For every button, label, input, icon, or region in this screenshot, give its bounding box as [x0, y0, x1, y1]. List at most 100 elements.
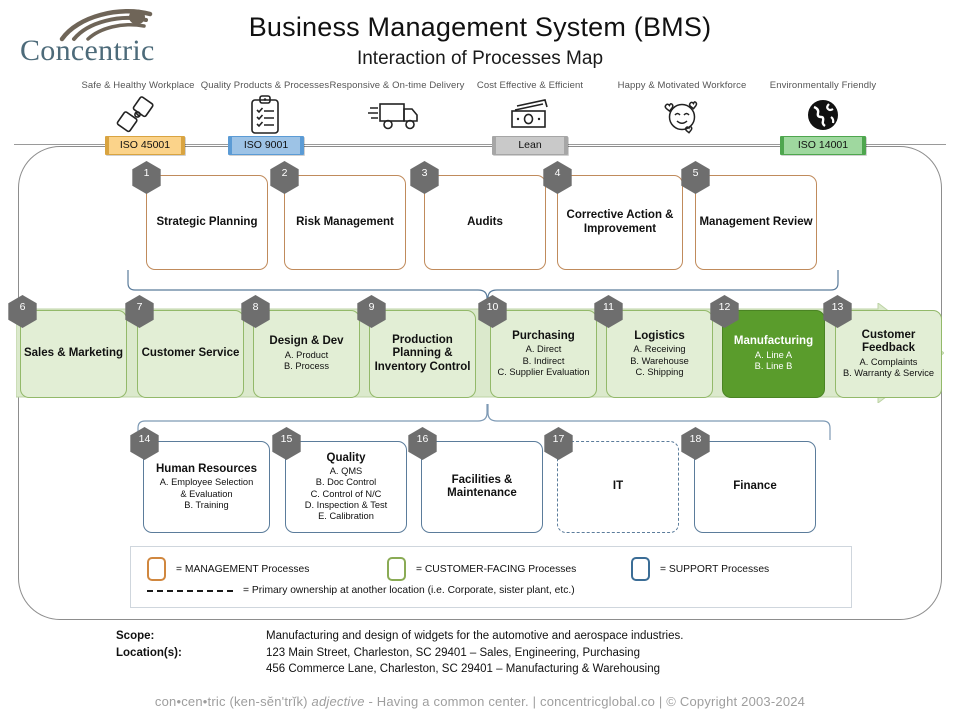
location-row-1: Location(s): 123 Main Street, Charleston… [116, 645, 916, 662]
process-title: Design & Dev [269, 335, 344, 348]
process-number: 5 [692, 167, 699, 179]
process-title: Quality [326, 451, 366, 464]
process-subitem: C. Supplier Evaluation [497, 366, 590, 377]
process-subitem: E. Calibration [318, 511, 374, 522]
scope-label: Scope: [116, 630, 155, 642]
outcome-2: Quality Products & Processes [190, 80, 340, 135]
standard-badge-lean[interactable]: Lean [492, 136, 568, 155]
process-box-14[interactable]: Human Resources A. Employee Selection& Ev… [143, 441, 270, 533]
standard-badge-label: ISO 14001 [797, 139, 849, 151]
process-subitem: B. Doc Control [315, 477, 377, 488]
process-number: 17 [552, 433, 565, 445]
process-box-9[interactable]: Production Planning & Inventory Control [369, 310, 476, 398]
legend-item-dashed-ownership: = Primary ownership at another location … [147, 585, 575, 596]
legend-dashed-line [147, 589, 233, 592]
process-title: IT [612, 480, 624, 493]
process-box-6[interactable]: Sales & Marketing [20, 310, 127, 398]
process-subitem: A. Complaints [859, 356, 918, 367]
process-number: 9 [368, 301, 375, 313]
process-title: Finance [733, 480, 777, 493]
outcome-4: Cost Effective & Efficient [455, 80, 605, 135]
process-number: 1 [143, 167, 150, 179]
process-subitem: B. Indirect [522, 355, 565, 366]
page-subtitle: Interaction of Processes Map [356, 48, 604, 69]
process-title: Facilities & Maintenance [447, 473, 517, 500]
process-subitem: C. Control of N/C [310, 488, 382, 499]
process-number: 8 [252, 301, 259, 313]
process-box-7[interactable]: Customer Service [137, 310, 244, 398]
outcome-caption: Safe & Healthy Workplace [81, 80, 195, 91]
process-title: Strategic Planning [156, 215, 258, 228]
process-subitem: B. Warranty & Service [842, 368, 935, 378]
process-box-1[interactable]: Strategic Planning [146, 175, 268, 270]
outcome-caption: Environmentally Friendly [769, 80, 877, 91]
process-box-5[interactable]: Management Review [695, 175, 817, 270]
process-subitem: C. Shipping [635, 366, 684, 377]
standard-badge-iso-14001[interactable]: ISO 14001 [780, 136, 866, 155]
process-box-16[interactable]: Facilities & Maintenance [421, 441, 543, 533]
scope-row: Scope: Manufacturing and design of widge… [116, 628, 916, 645]
process-box-3[interactable]: Audits [424, 175, 546, 270]
legend-item-support: = SUPPORT Processes [631, 557, 769, 581]
scope-block: Scope: Manufacturing and design of widge… [116, 628, 916, 678]
footer-site-link[interactable]: concentricglobal.co [540, 694, 656, 709]
legend-swatch-customer-facing [387, 557, 406, 581]
outcome-caption: Cost Effective & Efficient [476, 80, 584, 91]
legend-item-customer-facing: = CUSTOMER-FACING Processes [387, 557, 576, 581]
footer-definition-pos: adjective [311, 694, 365, 709]
smiling-face-hearts-icon [607, 95, 757, 135]
process-box-2[interactable]: Risk Management [284, 175, 406, 270]
legend-label-customer-facing: = CUSTOMER-FACING Processes [416, 563, 577, 575]
process-number: 14 [138, 433, 151, 445]
process-title: Sales & Marketing [23, 347, 124, 360]
concentric-swoosh-logo [59, 9, 153, 42]
process-number: 13 [831, 301, 844, 313]
process-title: Risk Management [296, 215, 394, 228]
process-title: Corrective Action & Improvement [566, 209, 674, 235]
process-number: 6 [19, 301, 26, 313]
process-subitem: A. Line A [754, 349, 793, 360]
standard-badge-label: ISO 45001 [119, 139, 171, 151]
standard-badge-label: Lean [518, 139, 542, 151]
process-title: Customer Service [141, 347, 240, 360]
concentric-logo: Concentric [20, 8, 185, 70]
outcome-caption: Responsive & On-time Delivery [329, 80, 465, 91]
process-title: Customer Feedback [861, 328, 916, 355]
standard-badge-iso-45001[interactable]: ISO 45001 [105, 136, 185, 155]
process-box-17[interactable]: IT [557, 441, 679, 533]
process-subitem: A. Product [284, 349, 329, 360]
process-number: 12 [718, 301, 731, 313]
outcome-1: Safe & Healthy Workplace [63, 80, 213, 135]
process-subitem: A. Direct [525, 344, 562, 355]
process-title: Audits [467, 215, 503, 228]
clipboard-checklist-icon [190, 94, 340, 135]
legend-item-management: = MANAGEMENT Processes [147, 557, 309, 581]
process-number: 7 [136, 301, 143, 313]
process-box-4[interactable]: Corrective Action & Improvement [557, 175, 683, 270]
standard-badge-label: ISO 9001 [243, 139, 289, 151]
outcome-5: Happy & Motivated Workforce [607, 80, 757, 135]
footer-separator-1: | [532, 694, 537, 709]
process-box-18[interactable]: Finance [694, 441, 816, 533]
process-subitem: B. Training [184, 499, 229, 510]
process-title: Management Review [699, 215, 813, 228]
footer-bar: con•cen•tric (ken-sĕn'trĭk) adjective - … [0, 694, 960, 709]
process-subitem: A. Employee Selection [159, 477, 254, 488]
standard-badge-iso-9001[interactable]: ISO 9001 [228, 136, 304, 155]
process-title: Human Resources [156, 462, 257, 475]
process-number: 11 [603, 301, 614, 313]
legend-label-support: = SUPPORT Processes [660, 563, 770, 575]
